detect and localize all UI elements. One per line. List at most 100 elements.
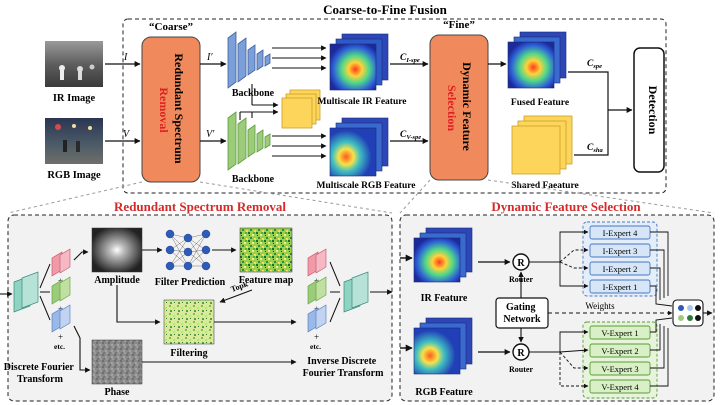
multiscale-rgb-feature: [329, 117, 389, 177]
amplitude-image: [91, 227, 143, 273]
dft-line2: Transform: [17, 374, 64, 385]
router-ir-symbol: R: [517, 258, 525, 269]
dfs-box-line2: Selection: [445, 85, 459, 131]
shared-feature-label: Shared Faeature: [511, 181, 578, 191]
multiscale-ir-label: Multiscale IR Feature: [318, 97, 407, 107]
dfs-box-line1: Dynamic Feature: [460, 62, 474, 151]
v-expert-1[interactable]: [589, 325, 651, 340]
rsr-box-line2: Removal: [157, 87, 171, 133]
out-component-blue: [307, 304, 327, 333]
i-expert-group: [582, 221, 658, 297]
c-sha-sub: sha: [592, 147, 603, 154]
i-expert-2[interactable]: [589, 261, 651, 276]
fused-feature-label: Fused Feature: [511, 98, 569, 108]
var-i-prime: I′: [206, 52, 213, 63]
ir-image: [45, 41, 103, 87]
rgb-image: [45, 118, 103, 164]
rsr-input-stack: [13, 271, 39, 313]
freq-component-green: [51, 276, 71, 305]
etc-right: etc.: [310, 342, 321, 351]
weights-label: Weights: [585, 301, 615, 311]
i-expert-1-label: I-Expert 1: [603, 282, 638, 292]
fine-label: “Fine”: [443, 19, 475, 31]
filtering-map: [163, 299, 215, 345]
backbone-rgb-label: Backbone: [232, 174, 275, 185]
router-rgb-label: Router: [509, 365, 533, 374]
idft-line1: Inverse Discrete: [307, 356, 377, 367]
dft-label: Discrete Fourier Transform: [4, 362, 76, 385]
v-expert-2-label: V-Expert 2: [601, 346, 638, 356]
rsr-output-stack: [343, 271, 369, 313]
dfs-box[interactable]: [429, 34, 489, 181]
v-expert-1-label: V-Expert 1: [601, 328, 638, 338]
dfs-title: Dynamic Feature Selection: [491, 199, 641, 214]
v-expert-2[interactable]: [589, 343, 651, 358]
rsr-title: Redundant Spectrum Removal: [114, 199, 286, 214]
backbone-rgb: [227, 111, 271, 171]
plus-6: +: [314, 332, 319, 342]
freq-component-red: [51, 248, 71, 277]
weighted-aggregation: [672, 299, 704, 327]
i-expert-2-label: I-Expert 2: [603, 264, 638, 274]
multiscale-ir-feature: [329, 33, 389, 91]
v-expert-3[interactable]: [589, 361, 651, 376]
c-sha: Csha: [587, 143, 603, 154]
backbone-ir: [227, 31, 271, 89]
v-expert-4[interactable]: [589, 379, 651, 394]
detection-label: Detection: [646, 86, 660, 135]
i-expert-3[interactable]: [589, 243, 651, 258]
freq-component-blue: [51, 304, 71, 333]
c-spe-sub: spe: [592, 63, 602, 70]
dfs-ir-label: IR Feature: [421, 293, 468, 304]
shared-stack-small: [281, 89, 321, 129]
v-expert-group: [582, 321, 658, 399]
router-rgb-symbol: R: [517, 348, 525, 359]
plus-3: +: [58, 332, 63, 342]
rgb-image-label: RGB Image: [47, 170, 101, 181]
detection-box[interactable]: [633, 47, 665, 173]
rsr-box[interactable]: [141, 36, 201, 183]
dft-line1: Discrete Fourier: [4, 362, 75, 373]
v-expert-4-label: V-Expert 4: [601, 382, 639, 392]
var-v: V: [123, 129, 131, 140]
c-v-spe-main: C: [400, 130, 407, 140]
i-expert-4[interactable]: [589, 225, 651, 240]
c-spe-main: C: [587, 59, 594, 69]
ir-routing-lines: [529, 229, 589, 289]
etc-left: etc.: [54, 342, 65, 351]
c-i-spe-main: C: [400, 53, 407, 63]
out-component-red: [307, 248, 327, 277]
filter-prediction-label: Filter Prediction: [155, 277, 226, 288]
expert-output-lines: [650, 231, 673, 387]
coarse-label: “Coarse”: [149, 21, 193, 33]
gating-line2: Network: [503, 314, 541, 325]
dfs-ir-feature: [413, 227, 473, 283]
var-v-prime: V′: [206, 129, 215, 140]
dfs-box-label: Dynamic Feature Selection: [445, 62, 474, 154]
c-v-spe: CV-spe: [400, 130, 421, 141]
backbone-ir-label: Backbone: [232, 88, 275, 99]
c-sha-main: C: [587, 143, 594, 153]
filtering-label: Filtering: [170, 348, 207, 359]
c-spe: Cspe: [587, 59, 602, 70]
i-expert-1[interactable]: [589, 279, 651, 294]
rsr-box-label: Redundant Spectrum Removal: [157, 53, 186, 166]
feature-map-label: Feature map: [239, 275, 294, 286]
v-expert-3-label: V-Expert 3: [601, 364, 638, 374]
filter-prediction-network: [165, 229, 211, 271]
aggregation-dots: [678, 305, 701, 321]
fusion-title: Coarse-to-Fine Fusion: [323, 2, 448, 17]
phase-label: Phase: [105, 387, 131, 398]
rgb-routing-lines: [529, 329, 589, 389]
ir-image-label: IR Image: [53, 93, 96, 104]
shared-feature: [511, 115, 573, 175]
idft-line2: Fourier Transform: [303, 368, 384, 379]
i-expert-4-label: I-Expert 4: [603, 228, 638, 238]
i-expert-3-label: I-Expert 3: [603, 246, 638, 256]
amplitude-label: Amplitude: [94, 275, 140, 286]
dfs-rgb-label: RGB Feature: [415, 387, 473, 398]
gating-line1: Gating: [506, 302, 535, 313]
var-i: I: [123, 52, 128, 63]
phase-image: [91, 339, 143, 385]
